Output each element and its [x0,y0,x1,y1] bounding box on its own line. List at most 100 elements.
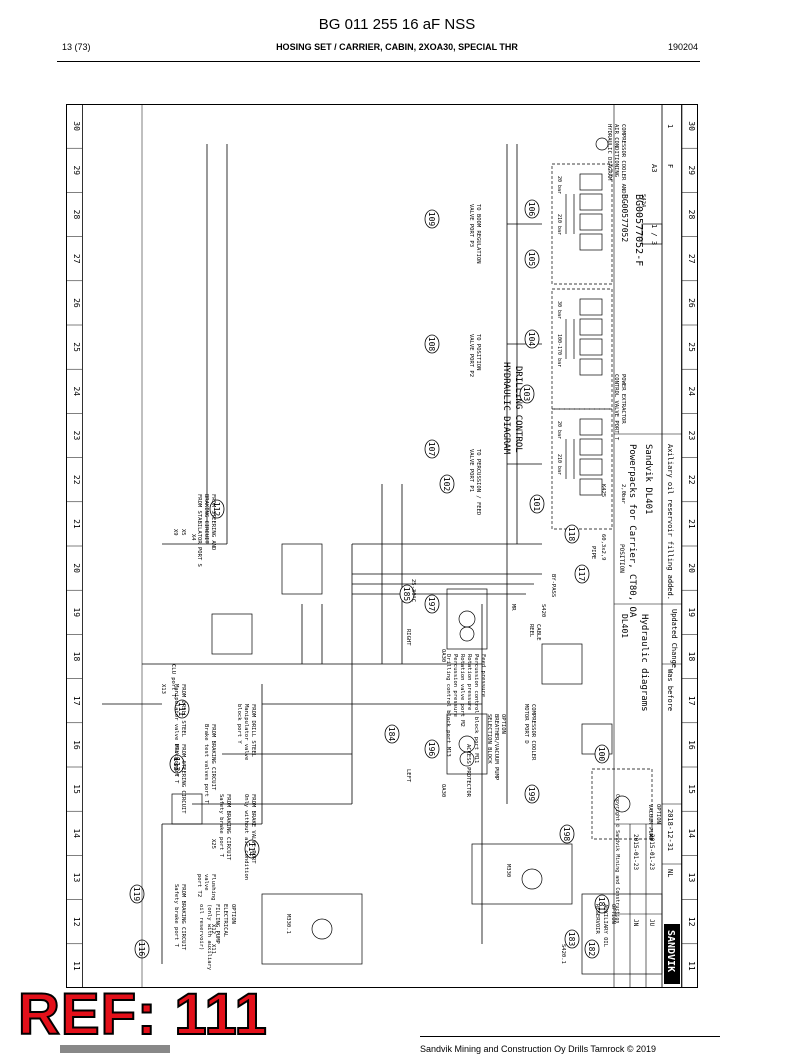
callout-number: 199 [527,787,536,802]
callout-number: 107 [427,442,436,457]
label-option-pump-2: ELECTRICAL [222,904,228,938]
document-title: BG 011 255 16 aF NSS [318,16,476,33]
label-boom-3a: TO PERCUSSION / FEED [475,449,481,515]
frame-number: 25 [72,342,81,352]
footer-divider [420,1036,720,1037]
label-braking-2b: Safety brake port T [218,794,224,858]
frame-number: 11 [72,961,81,971]
frame-number: 12 [687,917,696,927]
inner-frame [82,104,682,988]
callout-circle [129,884,145,904]
callout-circle [424,334,440,354]
frame-number: 14 [72,828,81,838]
diagram-title-line2: HYDRAULIC DIAGRAM [501,362,511,455]
callout-circle [424,439,440,459]
title-by: NL [666,869,674,877]
label-braking-1b: Brake test valves port T [203,724,209,804]
label-option-vacuum-2: VACUUM PUMP [647,804,653,841]
title-date: 2018-12-31 [666,809,674,851]
callout-circle [574,564,590,584]
label-rotation-pressure: Rotation pressure [466,654,472,710]
title-drawn-by: JU [648,919,655,927]
label-bar-210a: 210 bar [556,214,562,235]
hydraulic-diagram: 1112131415161718192021222324252627282930… [66,103,698,989]
frame-number: 29 [72,165,81,175]
label-flushing-3: port T2 [196,874,202,897]
frame-number: 21 [72,519,81,529]
label-x25: X25 [210,839,216,849]
title-size: A3 [650,164,658,172]
callout-number: 184 [387,727,396,742]
callout-number: 119 [132,887,141,902]
sandvik-logo: SANDVIK [665,930,676,972]
valve-block-3 [551,408,613,530]
callout-circle [174,699,190,719]
callout-number: 104 [527,332,536,347]
callout-number: 112 [212,502,221,517]
frame-number: 11 [687,961,696,971]
label-flushing-2: valve [203,874,209,891]
callout-circle [594,744,610,764]
rotated-drawing: DRILLING CONTROL HYDRAULIC DIAGRAM 20 ba… [102,103,683,989]
title-copyright: Copyright © Sandvik Mining and Construct… [614,794,620,923]
callout-number: 185 [402,587,411,602]
callout-circle [424,209,440,229]
label-s420: S420 [540,604,546,617]
callout-circle [559,824,575,844]
label-breather-1: OPTION [500,714,506,734]
frame-number: 21 [687,519,696,529]
callout-circle [169,754,185,774]
title-position: POSITION [618,544,625,573]
pump-motor-left [446,713,488,775]
label-oa30-left: OA30 [440,784,446,797]
title-id-code: BG00577052 [620,194,629,242]
document-number: 190204 [667,42,698,52]
label-bar-210b: 210 bar [556,454,562,475]
label-s424: S424 [640,194,646,208]
title-pos: 1 [666,124,674,128]
label-braking-1a: FROM BRAKING CIRCUIT [210,724,216,791]
callout-circle [584,939,600,959]
label-breather-2: BREATHER/VACUUM PUMP [493,714,499,781]
label-boom-1b: VALVE PORT P3 [468,204,474,247]
label-bar-100: 100-170 bar [556,334,562,367]
label-breather-3: SELECTION BLOCK [486,714,492,764]
label-option-pump-1: OPTION [230,904,236,924]
callout-circle [524,784,540,804]
callout-number: 116 [137,942,146,957]
frame-number: 28 [687,210,696,220]
label-option-reservoir-3: RESERVOIR [594,904,600,934]
callout-circle [524,249,540,269]
callout-number: 102 [442,477,451,492]
callout-circle [524,329,540,349]
label-brake-valve-2: Only without air condition [243,794,249,880]
frame-number: 23 [687,431,696,441]
callout-circle [564,524,580,544]
label-m330: M330 [505,864,511,877]
document-subtitle: HOSING SET / CARRIER, CABIN, 2XOA30, SPE… [276,42,518,52]
callout-circle [424,739,440,759]
label-feed-pressure: Feed pressure [480,654,486,697]
callout-circle [564,929,580,949]
frame-number: 19 [687,607,696,617]
label-pipe: PIPE [590,546,596,559]
reference-underbar [60,1045,170,1053]
title-doc-number: BG00577052-F [633,194,644,266]
pump-motor-right [446,588,488,650]
frame-number: 25 [687,342,696,352]
label-steering-1b: PRV port T [173,744,179,778]
frame-number: 18 [72,652,81,662]
label-k425-value: 2,0bar [620,484,626,505]
title-checked-by: JN [632,919,639,927]
callout-group: 1161191131111141841851961971991981001171… [129,199,610,959]
label-x13: X13 [160,684,166,694]
title-subject: Powerpacks for Carrier, CT80, OA [627,444,637,618]
title-drawn-date: 2015-01-23 [648,834,655,871]
label-k425: K425 [600,484,606,497]
label-bar-20b: 20 bar [556,421,562,439]
callout-number: 197 [427,597,436,612]
callout-number: 103 [522,387,531,402]
label-boom-1a: TO BOOM REGULATION [475,204,481,264]
label-access-protector: ACCESS PROTECTOR [465,744,471,798]
